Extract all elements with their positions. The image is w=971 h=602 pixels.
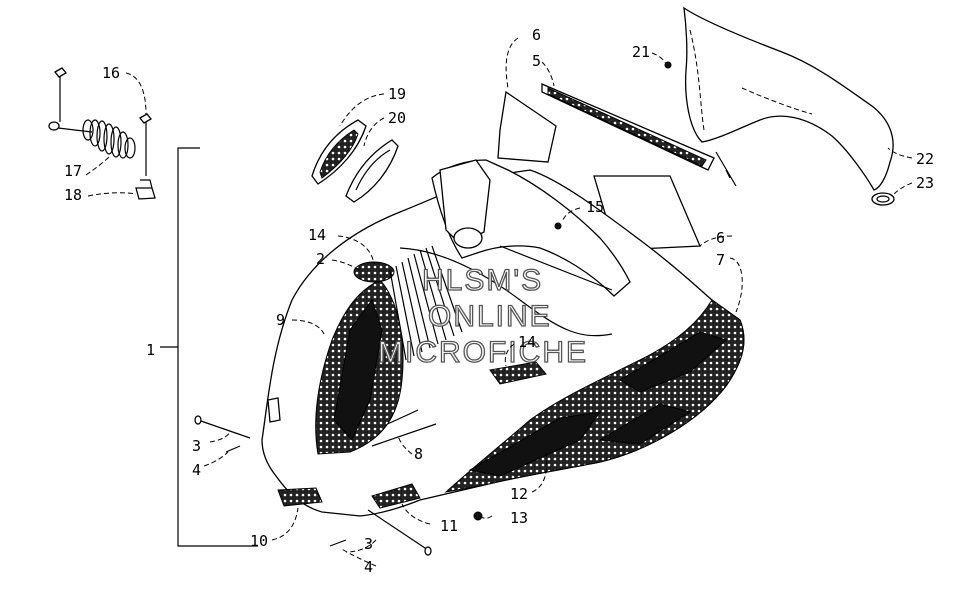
- windshield: [664, 6, 895, 206]
- watermark: HLSM'S ONLINE MICROFICHE: [377, 263, 588, 369]
- callout-15: 15: [586, 198, 604, 216]
- leader-lines: [85, 37, 913, 567]
- callout-9: 9: [276, 311, 285, 329]
- callout-23: 23: [916, 174, 934, 192]
- callout-4-bottom: 4: [364, 558, 373, 576]
- callout-labels: 1 2 3 3 4 4 5 6 6 7 8 9 10 11 12 13 14 1…: [64, 26, 934, 576]
- callout-6-right: 6: [716, 229, 725, 247]
- watermark-line-2: ONLINE: [428, 300, 552, 333]
- callout-18: 18: [64, 186, 82, 204]
- callout-6-top: 6: [532, 26, 541, 44]
- callout-16: 16: [102, 64, 120, 82]
- watermark-line-1: HLSM'S: [422, 264, 543, 297]
- callout-21: 21: [632, 43, 650, 61]
- callout-10: 10: [250, 532, 268, 550]
- assembly-bracket: [160, 147, 258, 547]
- side-panel-decal: [444, 299, 745, 493]
- callout-20: 20: [388, 109, 406, 127]
- callout-22: 22: [916, 150, 934, 168]
- callout-3-bottom: 3: [364, 535, 373, 553]
- bolts: [194, 222, 562, 556]
- vent-grilles: [311, 119, 399, 203]
- callout-11: 11: [440, 517, 458, 535]
- callout-14-left: 14: [308, 226, 326, 244]
- callout-7: 7: [716, 251, 725, 269]
- front-left-decal: [315, 261, 404, 455]
- callout-14-center: 14: [518, 333, 536, 351]
- watermark-line-3: MICROFICHE: [378, 336, 588, 369]
- callout-4-left: 4: [192, 461, 201, 479]
- small-decals: [267, 361, 547, 509]
- callout-1: 1: [146, 341, 155, 359]
- callout-12: 12: [510, 485, 528, 503]
- callout-13: 13: [510, 509, 528, 527]
- callout-8: 8: [414, 445, 423, 463]
- spring-hardware: [48, 67, 156, 200]
- callout-19: 19: [388, 85, 406, 103]
- center-vent: [389, 245, 463, 361]
- spring: [82, 119, 136, 159]
- callout-5: 5: [532, 52, 541, 70]
- callout-3-left: 3: [192, 437, 201, 455]
- callout-2: 2: [316, 250, 325, 268]
- callout-17: 17: [64, 162, 82, 180]
